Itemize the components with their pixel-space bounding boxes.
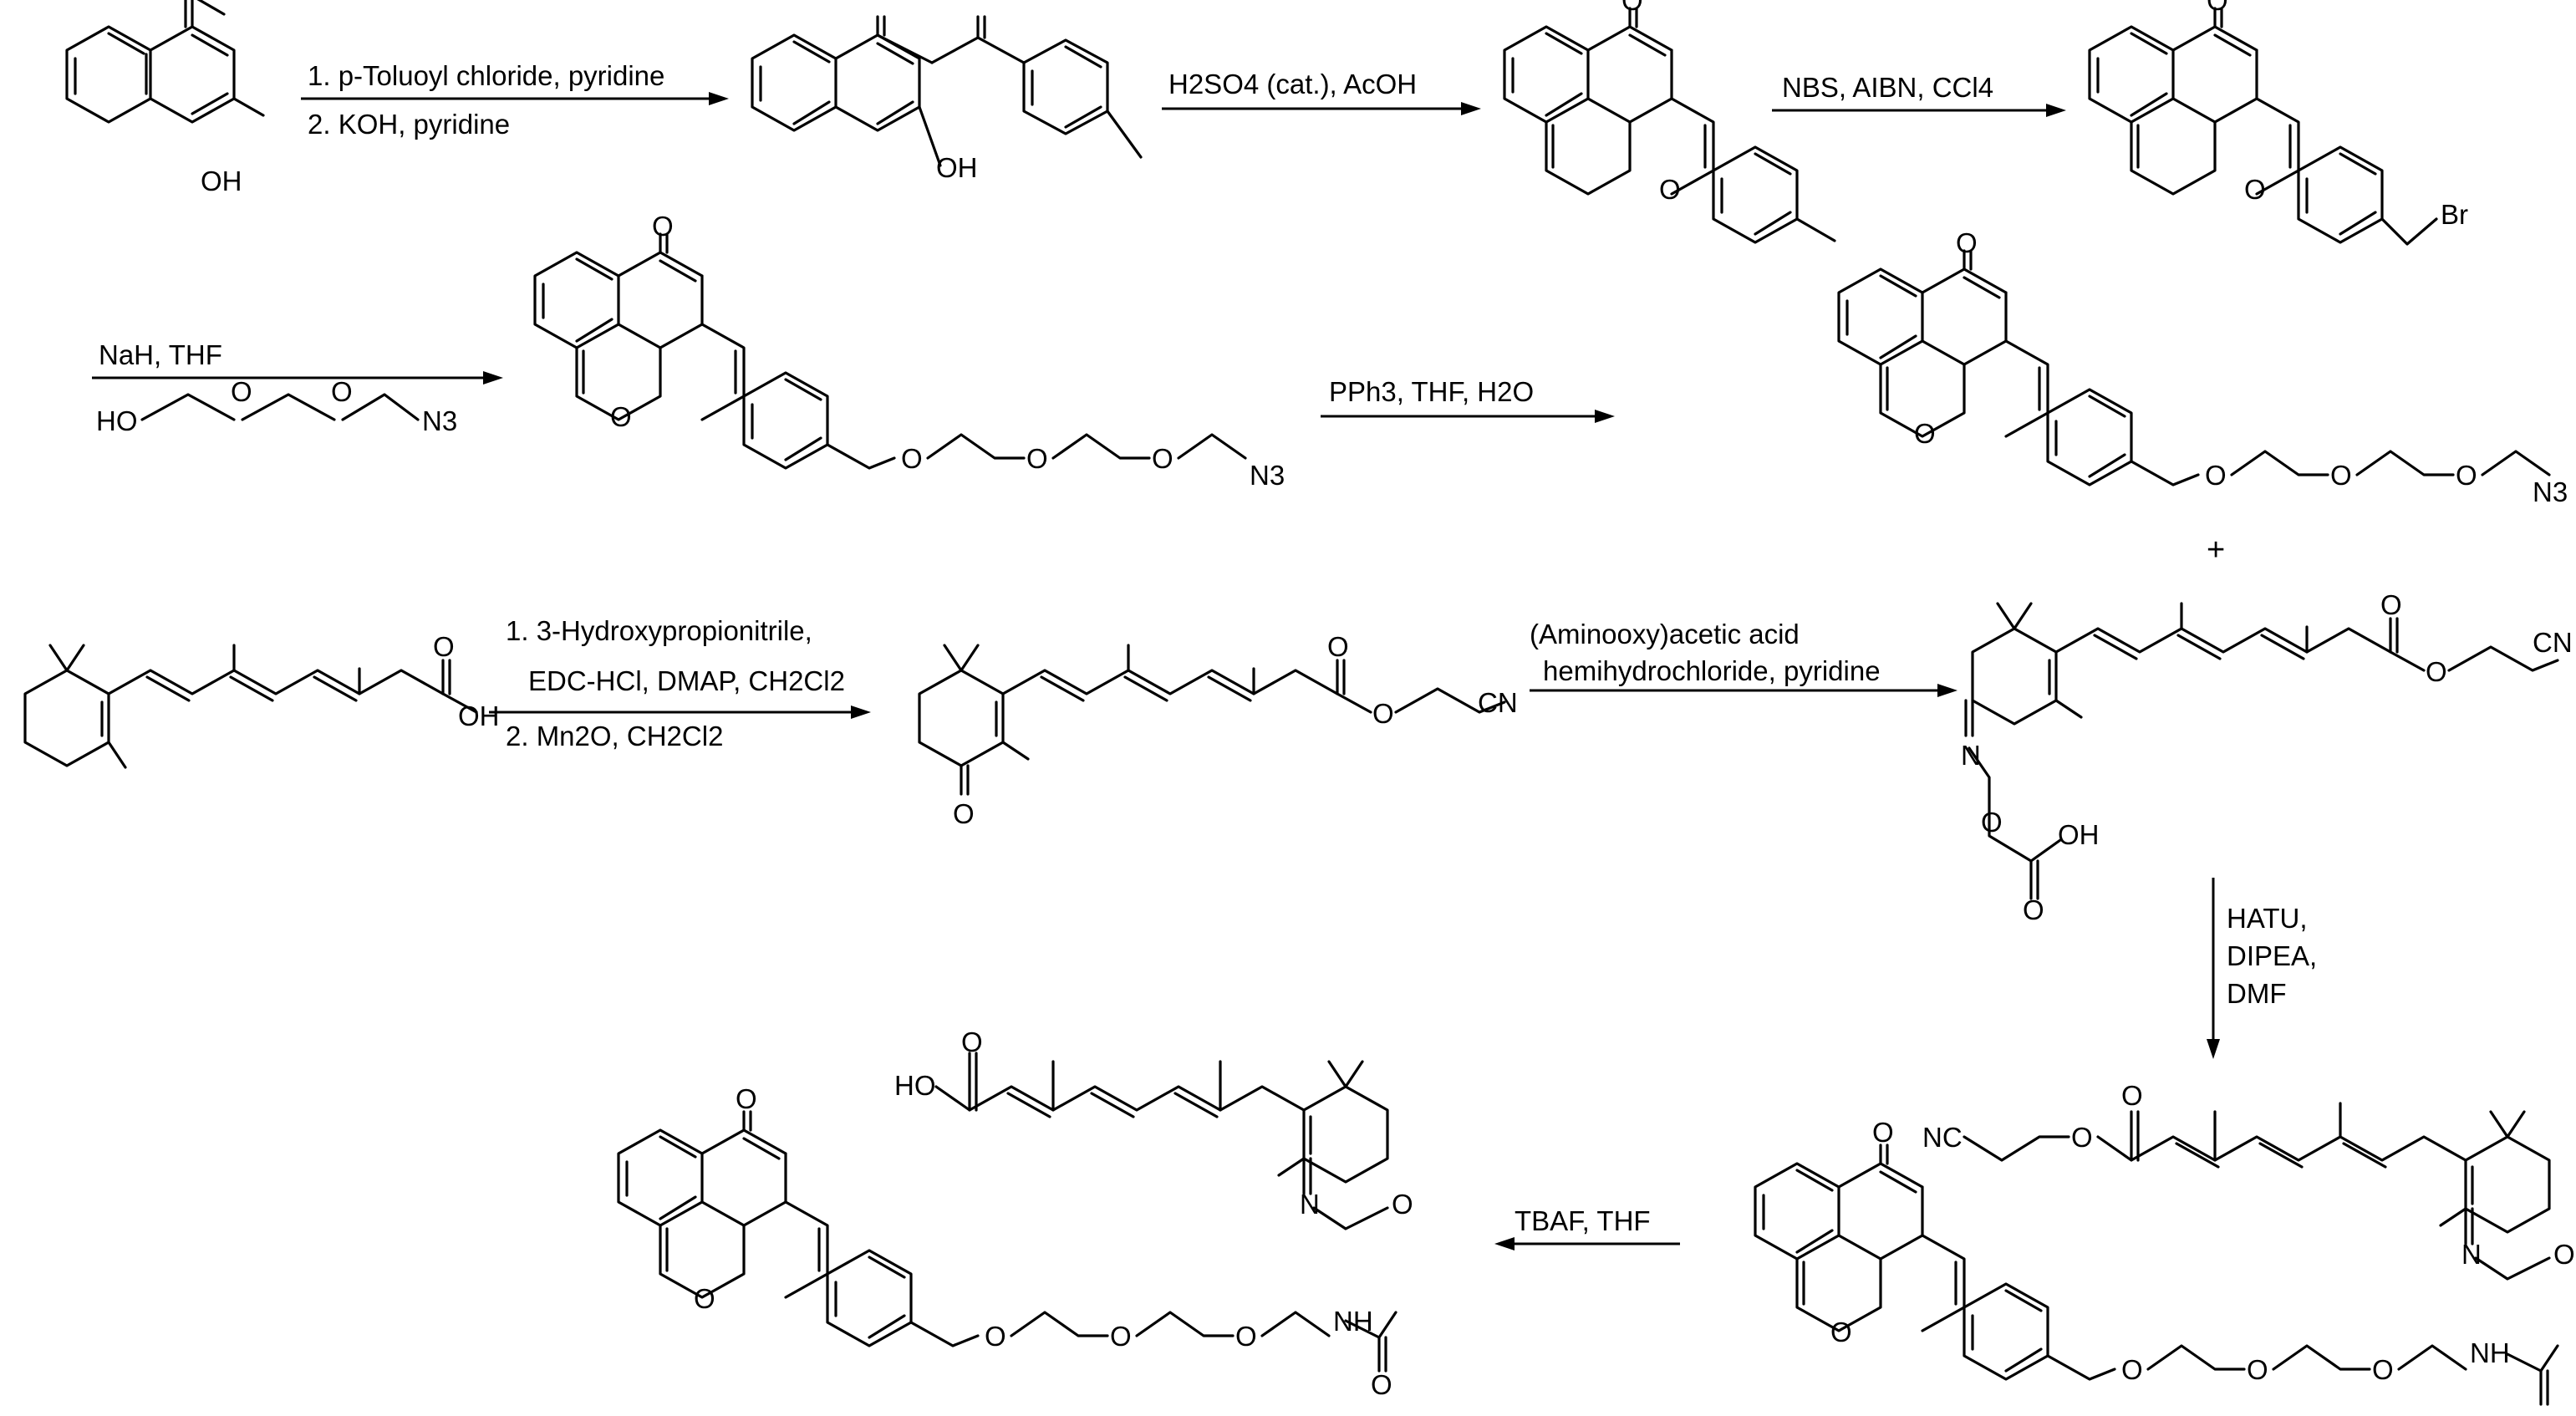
cond-step7-line1: (Aminooxy)acetic acid bbox=[1530, 619, 1800, 649]
reaction-conditions: 1. p-Toluoyl chloride, pyridine 2. KOH, … bbox=[99, 60, 2317, 1236]
arrow-step3 bbox=[1772, 104, 2066, 117]
atom-o-c10-carbonyl: O bbox=[2121, 1080, 2143, 1111]
arrow-step4 bbox=[92, 371, 503, 421]
atom-o-c10-peg1: O bbox=[2121, 1354, 2143, 1385]
atom-o-c6-peg3: O bbox=[2456, 460, 2477, 491]
cond-step6-line1: 1. 3-Hydroxypropionitrile, bbox=[506, 615, 812, 646]
atom-o-c6-peg2: O bbox=[2330, 460, 2352, 491]
cond-step8-line1: HATU, bbox=[2227, 903, 2308, 934]
cond-step8-line3: DMF bbox=[2227, 978, 2286, 1009]
atom-n-c9: N bbox=[1961, 740, 1981, 771]
compound-2 bbox=[751, 15, 1143, 167]
compound-9 bbox=[1964, 602, 2559, 900]
compound-11 bbox=[617, 1052, 1397, 1373]
atom-oh-2: OH bbox=[936, 152, 978, 183]
atom-labels: OH OH O O O O Br HO O O N3 O O O O O N3 … bbox=[96, 0, 2575, 1400]
atom-o-c5-peg1: O bbox=[901, 443, 923, 474]
cond-step4: NaH, THF bbox=[99, 339, 222, 370]
compound-3 bbox=[1503, 7, 1836, 244]
atom-o-c5-peg3: O bbox=[1152, 443, 1173, 474]
cond-step1-line1: 1. p-Toluoyl chloride, pyridine bbox=[308, 60, 664, 91]
atom-cn-c8: CN bbox=[1478, 687, 1518, 718]
cond-step1-line2: 2. KOH, pyridine bbox=[308, 109, 510, 140]
atom-cn-c9: CN bbox=[2533, 627, 2573, 658]
atom-o-reagent-1: O bbox=[231, 376, 252, 407]
cond-step6-line2: EDC-HCl, DMAP, CH2Cl2 bbox=[528, 665, 845, 696]
compound-10 bbox=[1754, 1102, 2559, 1406]
arrow-step7 bbox=[1530, 684, 1957, 697]
atom-o-c11-ring: O bbox=[694, 1283, 715, 1314]
arrow-step6 bbox=[489, 705, 871, 719]
atom-n-c10: N bbox=[2461, 1239, 2482, 1270]
cond-step6-line3: 2. Mn2O, CH2Cl2 bbox=[506, 721, 723, 751]
arrow-step2 bbox=[1162, 102, 1481, 115]
atom-oh-c9: OH bbox=[2058, 819, 2100, 850]
cond-step3: NBS, AIBN, CCl4 bbox=[1782, 72, 1993, 103]
atom-o-c10-ketone: O bbox=[1872, 1117, 1894, 1148]
atom-o-c5-ring: O bbox=[610, 401, 632, 432]
compound-5 bbox=[533, 232, 1247, 470]
atom-o-c3-ring: O bbox=[1659, 174, 1681, 205]
atom-o-c9-acid: O bbox=[2023, 894, 2044, 925]
cond-step5: PPh3, THF, H2O bbox=[1329, 376, 1534, 407]
atom-o-c9-carbonyl: O bbox=[2380, 589, 2402, 620]
atom-oh-c7: OH bbox=[458, 700, 500, 731]
atom-o-c11-acid: O bbox=[961, 1026, 983, 1057]
atom-nh-c10: NH bbox=[2470, 1337, 2510, 1368]
cond-step7-line2: hemihydrochloride, pyridine bbox=[1543, 655, 1881, 686]
compound-4 bbox=[2088, 7, 2438, 246]
cond-step8-line2: DIPEA, bbox=[2227, 940, 2317, 971]
atom-o-c3-ketone: O bbox=[1621, 0, 1643, 16]
arrow-step5 bbox=[1321, 410, 1615, 423]
atom-o-c9-oxime: O bbox=[1981, 807, 2003, 838]
compound-6 bbox=[1837, 249, 2551, 486]
atom-o-reagent-2: O bbox=[331, 376, 353, 407]
atom-o-c10-peg2: O bbox=[2247, 1354, 2268, 1385]
atom-n3-c6: N3 bbox=[2533, 476, 2568, 507]
atom-nh-c11: NH bbox=[1333, 1306, 1373, 1337]
atom-o-c11-peg1: O bbox=[985, 1321, 1006, 1352]
compound-1 bbox=[65, 0, 265, 124]
atom-o-c5-ketone: O bbox=[652, 211, 674, 242]
atom-oh-1: OH bbox=[201, 166, 242, 196]
atom-n-c11: N bbox=[1300, 1189, 1320, 1220]
atom-o-c10-oxime: O bbox=[2553, 1239, 2575, 1270]
atom-o-c10-peg3: O bbox=[2372, 1354, 2394, 1385]
atom-o-c5-peg2: O bbox=[1026, 443, 1048, 474]
atom-o-c8-ester: O bbox=[1372, 698, 1394, 729]
atom-n3-c5: N3 bbox=[1250, 460, 1285, 491]
atom-o-c11-ketone: O bbox=[736, 1083, 757, 1114]
atom-o-c7: O bbox=[433, 631, 455, 662]
atom-n3-reagent: N3 bbox=[422, 405, 457, 436]
atom-o-c11-peg2: O bbox=[1110, 1321, 1132, 1352]
cond-step2: H2SO4 (cat.), AcOH bbox=[1168, 69, 1417, 99]
arrow-step1 bbox=[301, 92, 729, 105]
atom-br: Br bbox=[2441, 199, 2468, 230]
plus-sign: + bbox=[2207, 532, 2225, 568]
atom-o-c10-ester: O bbox=[2071, 1122, 2093, 1153]
atom-o-c11-amide: O bbox=[1371, 1369, 1392, 1400]
arrow-step9 bbox=[1494, 1237, 1680, 1250]
atom-o-c6-peg1: O bbox=[2205, 460, 2227, 491]
atom-o-c4-ketone: O bbox=[2207, 0, 2228, 16]
atom-ho-c11: HO bbox=[894, 1070, 936, 1101]
atom-o-c6-ring: O bbox=[1914, 418, 1936, 449]
atom-o-c4-ring: O bbox=[2244, 174, 2266, 205]
compound-8 bbox=[918, 644, 1506, 796]
atom-o-c9-ester: O bbox=[2426, 656, 2447, 687]
compound-7 bbox=[23, 644, 478, 769]
cond-step9: TBAF, THF bbox=[1515, 1205, 1651, 1236]
atom-o-c10-ring: O bbox=[1830, 1317, 1852, 1347]
atom-o-c8-ketone: O bbox=[953, 798, 975, 829]
atom-o-c11-oxime: O bbox=[1392, 1189, 1413, 1220]
atom-o-c8-carbonyl: O bbox=[1327, 631, 1349, 662]
atom-nc-c10: NC bbox=[1922, 1122, 1963, 1153]
atom-o-c6-ketone: O bbox=[1956, 227, 1978, 258]
atom-ho-reagent: HO bbox=[96, 405, 138, 436]
arrow-step8 bbox=[2207, 878, 2220, 1059]
atom-o-c11-peg3: O bbox=[1235, 1321, 1257, 1352]
